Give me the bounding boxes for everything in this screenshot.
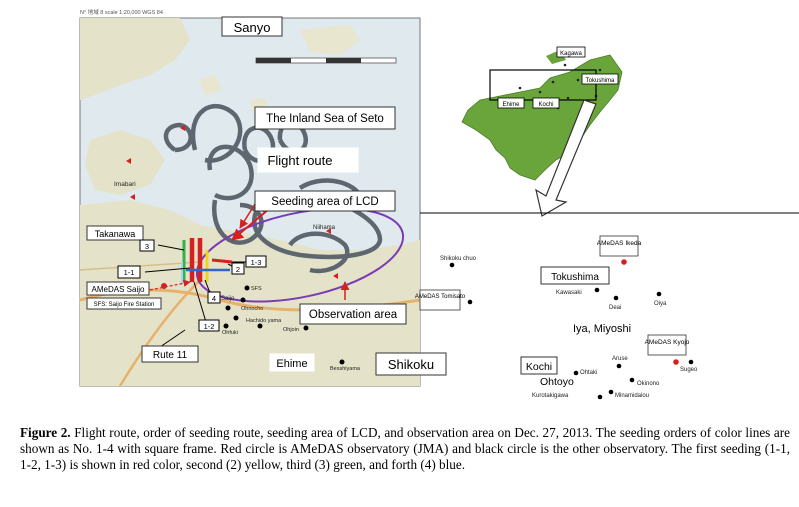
label-hachido-yama: Hachido yama: [246, 318, 282, 324]
label-ehime: Ehime: [276, 358, 307, 370]
label-besshiyama: Besshiyama: [330, 366, 361, 372]
seq-label-3: 3: [145, 242, 149, 251]
caption-text: Flight route, order of seeding route, se…: [20, 425, 791, 472]
caption-label: Figure 2.: [20, 425, 71, 440]
inset-label-tokushima: Tokushima: [586, 78, 615, 84]
label-ohfuki: Ohfuki: [222, 330, 238, 336]
right-label-shikoku-chuo: Shikoku chuo: [440, 256, 477, 262]
land-north: [80, 18, 190, 100]
label-ohnocho: Ohnocho: [241, 306, 263, 312]
label-amedas-saijo: AMeDAS Saijo: [92, 285, 145, 294]
right-label-tokushima: Tokushima: [551, 272, 599, 283]
seq-label-2: 2: [236, 265, 240, 274]
right-label-kawasaki: Kawasaki: [556, 290, 582, 296]
right-label-aruse: Aruse: [612, 356, 628, 362]
inset-label-kagawa: Kagawa: [560, 51, 582, 57]
inset-label-kochi: Kochi: [538, 102, 553, 108]
right-label-amedas-kyojo: AMeDAS Kyojo: [645, 339, 690, 346]
label-takanawa: Takanawa: [95, 229, 136, 239]
label-saijo: Saijo: [221, 296, 235, 302]
label-sfs: SFS: [251, 286, 262, 292]
right-label-amedas-ikeda: AMeDAS Ikeda: [597, 240, 642, 247]
right-map: Shikoku chuo AMeDAS Tomisato AMeDAS Iked…: [415, 212, 799, 400]
inset-map: Kagawa Ehime Kochi Tokushima: [461, 46, 623, 217]
right-label-minamidaiou: Minamidaiou: [615, 393, 649, 399]
label-rute-11: Rute 11: [153, 350, 188, 361]
label-niihama: Niihama: [313, 225, 336, 231]
label-observation-area: Observation area: [309, 309, 398, 321]
label-seeding-area: Seeding area of LCD: [271, 196, 378, 208]
figure-svg: N° 地域 8 scale 1:20,000 WGS 84: [79, 8, 799, 400]
label-ohjoin: Ohjoin: [283, 327, 299, 333]
left-observatories: [161, 283, 345, 365]
label-imabari: Imabari: [114, 181, 136, 188]
label-inland-sea: The Inland Sea of Seto: [266, 113, 384, 125]
right-label-kochi: Kochi: [526, 361, 552, 373]
right-label-deai: Deai: [609, 305, 621, 311]
label-shikoku: Shikoku: [388, 357, 434, 372]
right-label-okinono: Okinono: [637, 381, 660, 387]
seq-label-1-1: 1-1: [124, 268, 135, 277]
right-label-sugeo: Sugeo: [680, 367, 698, 373]
label-flight-route: Flight route: [267, 153, 332, 168]
inset-land: [461, 54, 623, 181]
right-label-kurotakigawa: Kurotakigawa: [532, 393, 569, 399]
right-label-ohtaki: Ohtaki: [580, 370, 597, 376]
land-imabari: [85, 130, 165, 195]
label-sfs-note: SFS: Saijo Fire Station: [94, 302, 155, 308]
right-label-oiya: Oiya: [654, 301, 667, 307]
left-map: N° 地域 8 scale 1:20,000 WGS 84: [79, 8, 447, 387]
inset-label-ehime: Ehime: [502, 102, 520, 108]
seq-label-1-3: 1-3: [251, 258, 262, 267]
seq-label-4: 4: [212, 294, 216, 303]
right-label-ohtoyo: Ohtoyo: [540, 376, 574, 388]
seq-label-1-2: 1-2: [204, 322, 215, 331]
seeding-line-1-3: [211, 258, 233, 264]
inset-zoom-arrow: [535, 99, 597, 217]
label-sanyo: Sanyo: [234, 20, 271, 35]
observation-ellipse: [195, 207, 405, 303]
right-label-amedas-tomisato: AMeDAS Tomisato: [415, 294, 466, 300]
figure-2: N° 地域 8 scale 1:20,000 WGS 84: [79, 8, 799, 400]
figure-caption: Figure 2. Flight route, order of seeding…: [20, 425, 790, 473]
header-text: N° 地域 8 scale 1:20,000 WGS 84: [80, 8, 163, 16]
right-label-iya-miyoshi: Iya, Miyoshi: [573, 323, 631, 335]
